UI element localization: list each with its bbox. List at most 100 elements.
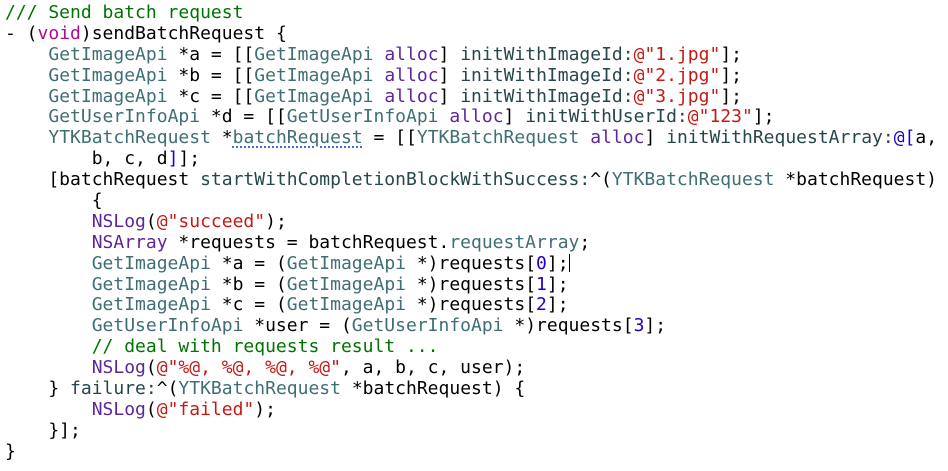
code-line[interactable]: NSArray *requests = batchRequest.request…	[5, 231, 948, 254]
code-token: @"1.jpg"	[633, 43, 721, 65]
code-line[interactable]: }	[5, 440, 948, 463]
code-token: b, c, d	[5, 148, 168, 170]
code-token	[5, 336, 92, 357]
code-token: alloc	[384, 85, 439, 107]
code-token	[374, 65, 385, 86]
code-token: NSLog	[91, 210, 146, 232]
code-line[interactable]: - (void)sendBatchRequest {	[5, 22, 948, 45]
code-line[interactable]: NSLog(@"%@, %@, %@, %@", a, b, c, user);	[5, 357, 948, 379]
code-token: initWithImageId:	[460, 43, 634, 65]
code-token: ];	[546, 273, 569, 295]
code-token: {	[5, 190, 103, 212]
code-token: }	[5, 440, 16, 462]
code-token: @[	[893, 127, 916, 149]
code-token: *a = [[	[167, 43, 255, 65]
code-line[interactable]: GetImageApi *a = (GetImageApi *)requests…	[5, 252, 948, 275]
code-token: GetImageApi	[48, 85, 168, 107]
code-line[interactable]: NSLog(@"succeed");	[5, 210, 948, 233]
code-token: = [[	[362, 127, 417, 149]
code-token: ]	[503, 106, 526, 128]
code-token: GetUserInfoApi	[286, 106, 439, 128]
code-token: 3	[633, 315, 645, 337]
code-token: *	[210, 127, 233, 149]
code-token: GetImageApi	[286, 273, 406, 295]
code-token: @"123"	[687, 106, 753, 128]
code-token: @"succeed"	[156, 210, 266, 232]
code-token	[5, 127, 48, 148]
code-line[interactable]: // deal with requests result ...	[5, 336, 948, 358]
code-token: , a, b, c, user);	[340, 357, 526, 379]
code-token: GetImageApi	[91, 252, 211, 274]
code-token: *a = (	[210, 252, 287, 274]
code-line[interactable]: NSLog(@"failed");	[5, 398, 948, 421]
code-token: /// Send batch request	[5, 2, 244, 23]
code-token: }];	[5, 419, 81, 441]
code-token: GetImageApi	[254, 85, 374, 107]
code-token	[5, 44, 48, 65]
code-token: ];	[720, 85, 742, 107]
code-token: GetImageApi	[91, 273, 211, 295]
code-token: GetImageApi	[254, 43, 374, 65]
code-line[interactable]: /// Send batch request	[5, 2, 948, 24]
code-token: GetUserInfoApi	[91, 315, 244, 337]
code-line[interactable]: b, c, d]];	[5, 148, 948, 170]
code-token: initWithImageId:	[460, 85, 634, 107]
code-token	[5, 315, 92, 336]
code-token: GetImageApi	[48, 64, 168, 86]
code-line[interactable]: } failure:^(YTKBatchRequest *batchReques…	[5, 378, 948, 400]
code-token: *batchRequest)	[774, 169, 938, 191]
code-token: // deal with requests result ...	[91, 336, 439, 358]
code-token: ]	[438, 64, 461, 86]
code-line[interactable]: GetImageApi *a = [[GetImageApi alloc] in…	[5, 43, 948, 66]
code-line[interactable]: GetUserInfoApi *d = [[GetUserInfoApi all…	[5, 107, 948, 128]
code-token: GetImageApi	[286, 294, 406, 316]
code-token	[579, 127, 590, 148]
code-token	[5, 399, 92, 420]
code-line[interactable]: }];	[5, 419, 948, 442]
code-token	[5, 106, 48, 127]
code-token: ^(	[590, 169, 612, 191]
code-line[interactable]: YTKBatchRequest *batchRequest = [[YTKBat…	[5, 127, 948, 149]
code-line[interactable]: {	[5, 190, 948, 212]
code-line[interactable]: GetUserInfoApi *user = (GetUserInfoApi *…	[5, 315, 948, 337]
code-token: @"failed"	[156, 398, 255, 420]
code-token: ];	[752, 106, 775, 128]
code-token: a,	[915, 127, 938, 149]
code-token: GetImageApi	[91, 294, 211, 316]
code-token: initWithRequestArray:	[666, 127, 894, 149]
code-token: void	[37, 22, 81, 44]
code-token: initWithImageId:	[460, 64, 634, 86]
code-token: startWithCompletionBlockWithSuccess:	[200, 169, 591, 191]
code-token: ]	[438, 85, 461, 107]
code-token	[5, 232, 92, 253]
code-token: alloc	[449, 106, 504, 128]
code-token: alloc	[384, 64, 439, 86]
code-token: (	[145, 210, 157, 232]
code-token: *)requests[	[406, 273, 537, 295]
code-line[interactable]: GetImageApi *c = (GetImageApi *)requests…	[5, 295, 948, 316]
code-token: ;	[579, 231, 591, 253]
code-line[interactable]: GetImageApi *b = (GetImageApi *)requests…	[5, 273, 948, 296]
code-token: *requests = batchRequest.	[167, 231, 450, 253]
code-token	[374, 44, 385, 65]
code-token: (	[145, 398, 157, 420]
code-token: GetImageApi	[254, 64, 374, 86]
code-token: YTKBatchRequest	[178, 378, 341, 400]
code-token: failure:	[70, 378, 157, 400]
code-token	[5, 211, 92, 232]
code-token: 0	[536, 252, 547, 274]
code-token: *b = (	[210, 273, 287, 295]
code-token: NSLog	[91, 357, 146, 379]
code-token: GetImageApi	[286, 252, 406, 274]
code-line[interactable]: GetImageApi *b = [[GetImageApi alloc] in…	[5, 64, 948, 87]
code-token: alloc	[590, 127, 645, 149]
code-token: *)requests[	[503, 315, 634, 337]
code-token: 2	[536, 294, 547, 316]
code-token: GetUserInfoApi	[351, 315, 504, 337]
code-token: YTKBatchRequest	[416, 127, 580, 149]
code-token: requestArray	[449, 231, 580, 253]
code-line[interactable]: GetImageApi *c = [[GetImageApi alloc] in…	[5, 85, 948, 108]
code-token: ];	[720, 64, 742, 86]
code-line[interactable]: [batchRequest startWithCompletionBlockWi…	[5, 169, 948, 191]
